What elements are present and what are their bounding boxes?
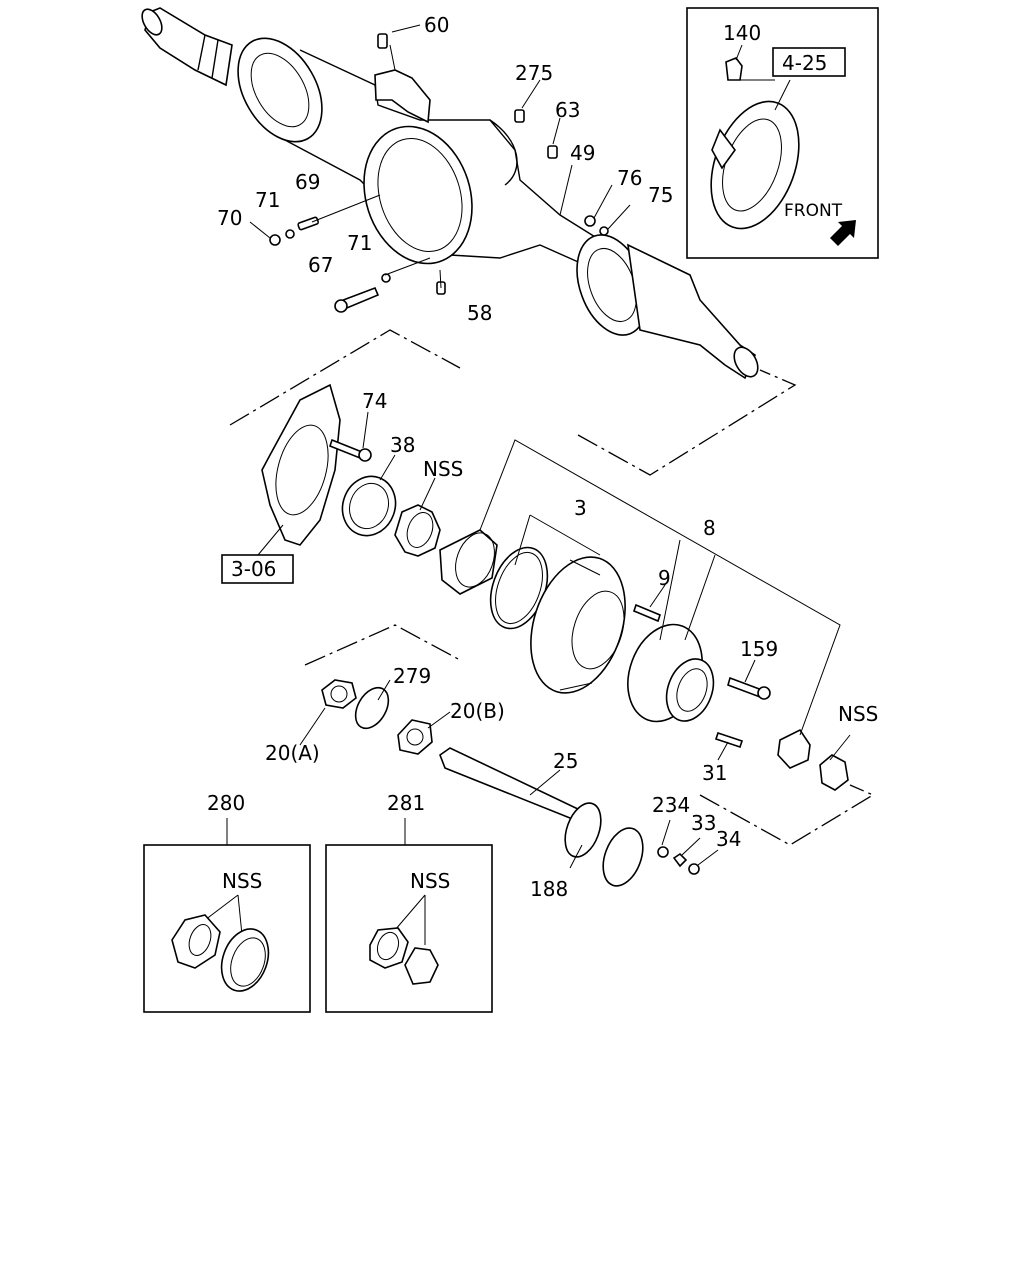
front-cover-inset bbox=[686, 7, 879, 259]
backing-plate-group bbox=[221, 383, 441, 584]
label-31: 31 bbox=[702, 761, 727, 785]
nut-70-icon bbox=[269, 234, 281, 246]
bolt-60-icon bbox=[377, 33, 388, 49]
lock-33-icon bbox=[672, 852, 688, 868]
label-25: 25 bbox=[553, 749, 578, 773]
label-71a: 71 bbox=[255, 188, 280, 212]
label-nss1: NSS bbox=[423, 457, 463, 481]
seal-38-icon bbox=[341, 475, 397, 537]
stud-31-icon bbox=[714, 731, 744, 749]
bearing-cup-2-icon bbox=[777, 728, 811, 769]
label-67: 67 bbox=[308, 253, 333, 277]
kit-281-box bbox=[325, 844, 493, 1013]
washer-71b-icon bbox=[381, 273, 391, 283]
bearing-cup-icon bbox=[439, 529, 498, 595]
label-49: 49 bbox=[570, 141, 595, 165]
bearing-cone-3-icon bbox=[171, 914, 221, 969]
label-188: 188 bbox=[530, 877, 568, 901]
kit-280: 280 NSS bbox=[143, 791, 311, 1013]
label-60: 60 bbox=[424, 13, 449, 37]
housing-fasteners bbox=[269, 33, 609, 313]
nut-34-icon bbox=[688, 863, 700, 875]
label-275: 275 bbox=[515, 61, 553, 85]
ref-3-06-box bbox=[221, 554, 294, 584]
bearing-cup-3-icon bbox=[220, 928, 270, 992]
label-281: 281 bbox=[387, 791, 425, 815]
nut-20b-icon bbox=[397, 719, 433, 755]
label-nss2: NSS bbox=[838, 702, 878, 726]
label-nss4: NSS bbox=[410, 869, 450, 893]
label-front: FRONT bbox=[784, 201, 843, 221]
label-234: 234 bbox=[652, 793, 690, 817]
label-76: 76 bbox=[617, 166, 642, 190]
brake-drum-icon bbox=[530, 556, 626, 694]
label-140: 140 bbox=[723, 21, 761, 45]
bearing-cup-4-icon bbox=[369, 927, 409, 969]
label-33: 33 bbox=[691, 811, 716, 835]
label-70: 70 bbox=[217, 206, 242, 230]
ref-4-25: 4-25 bbox=[782, 51, 827, 75]
washer-75-icon bbox=[599, 226, 609, 236]
label-nss3: NSS bbox=[222, 869, 262, 893]
plug-275-icon bbox=[514, 109, 525, 123]
axle-housing bbox=[141, 7, 759, 380]
backing-plate-icon bbox=[261, 383, 341, 546]
bolt-140-icon bbox=[725, 57, 743, 81]
label-159: 159 bbox=[740, 637, 778, 661]
inset-frame bbox=[686, 7, 879, 259]
label-8: 8 bbox=[703, 516, 716, 540]
bearing-cone-4-icon bbox=[404, 947, 439, 985]
label-34: 34 bbox=[716, 827, 741, 851]
ref-3-06: 3-06 bbox=[231, 557, 276, 581]
label-71b: 71 bbox=[347, 231, 372, 255]
washer-234-icon bbox=[657, 846, 669, 858]
label-20a: 20(A) bbox=[265, 741, 320, 765]
nut-group bbox=[299, 679, 451, 755]
label-75: 75 bbox=[648, 183, 673, 207]
label-38: 38 bbox=[390, 433, 415, 457]
shaft-flange-icon bbox=[602, 827, 644, 887]
nut-20a-icon bbox=[321, 679, 357, 709]
axle-shaft-group bbox=[439, 747, 719, 887]
label-279: 279 bbox=[393, 664, 431, 688]
nut-76-icon bbox=[584, 215, 596, 227]
stud-69-icon bbox=[297, 216, 320, 231]
label-74: 74 bbox=[362, 389, 387, 413]
label-58: 58 bbox=[467, 301, 492, 325]
bearing-cone-2-icon bbox=[819, 754, 849, 791]
label-20b: 20(B) bbox=[450, 699, 505, 723]
plug-63-icon bbox=[547, 145, 558, 159]
washer-71-icon bbox=[285, 229, 295, 239]
kit-281: 281 NSS bbox=[325, 791, 493, 1013]
label-9: 9 bbox=[658, 566, 671, 590]
bolt-9-icon bbox=[633, 603, 661, 623]
front-arrow-icon bbox=[830, 220, 856, 246]
label-3: 3 bbox=[574, 496, 587, 520]
hub-group bbox=[439, 439, 851, 791]
lock-washer-279-icon bbox=[354, 686, 390, 730]
label-280: 280 bbox=[207, 791, 245, 815]
kit-280-box bbox=[143, 844, 311, 1013]
label-63: 63 bbox=[555, 98, 580, 122]
label-69: 69 bbox=[295, 170, 320, 194]
ref-4-25-box bbox=[772, 47, 846, 77]
bearing-cone-icon bbox=[394, 504, 441, 557]
